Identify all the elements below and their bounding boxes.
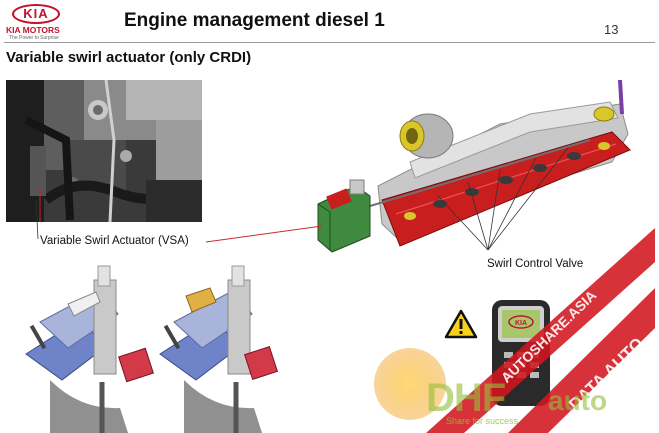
watermark-tagline: Share for success bbox=[446, 416, 519, 426]
intake-manifold-diagram bbox=[300, 74, 645, 254]
page-title: Engine management diesel 1 bbox=[124, 10, 385, 31]
kia-logo-oval bbox=[12, 4, 60, 24]
watermark-band-bottom-text: DATA AUTO bbox=[565, 334, 647, 414]
kia-motors-text: KIA MOTORS bbox=[6, 25, 60, 35]
intake-port-cutaway-illustration bbox=[10, 262, 280, 433]
diagnostic-scanner-icon: KIA bbox=[490, 298, 552, 408]
header-divider bbox=[4, 42, 655, 43]
warning-triangle-icon bbox=[444, 309, 478, 339]
page-number: 13 bbox=[604, 22, 619, 37]
kia-logo: KIA KIA MOTORS The Power to Surprise bbox=[6, 4, 68, 41]
swirl-control-valve-label: Swirl Control Valve bbox=[487, 258, 584, 270]
scanner-screen-text: KIA bbox=[515, 320, 527, 327]
watermark-sun-icon bbox=[374, 348, 446, 420]
engine-bay-photo bbox=[6, 80, 202, 222]
section-subtitle: Variable swirl actuator (only CRDI) bbox=[6, 49, 252, 66]
vsa-label: Variable Swirl Actuator (VSA) bbox=[40, 235, 189, 247]
watermark-logo-suffix: auto bbox=[548, 385, 608, 416]
kia-tagline: The Power to Surprise bbox=[9, 35, 59, 41]
kia-logo-text: KIA bbox=[23, 6, 49, 21]
